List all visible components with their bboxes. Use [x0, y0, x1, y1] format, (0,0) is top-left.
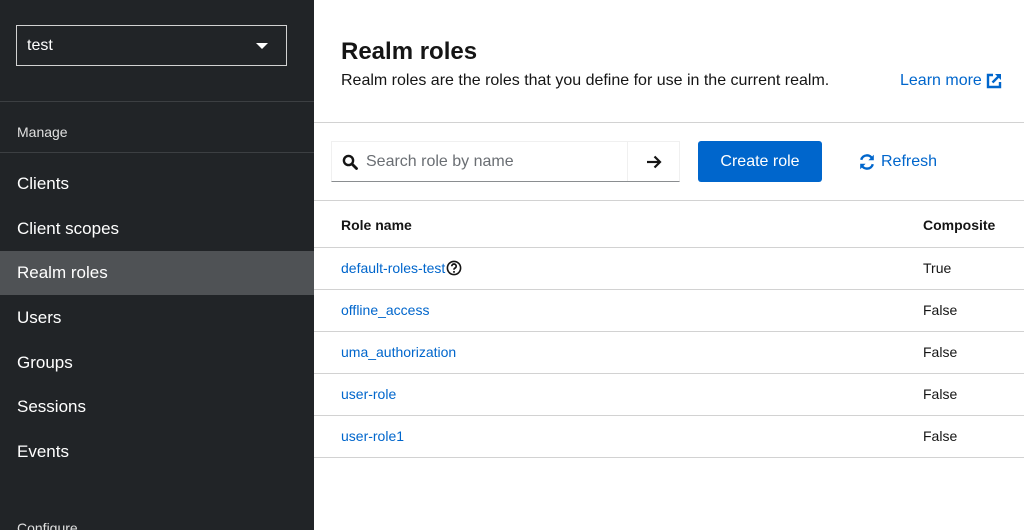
table-top-divider	[314, 200, 1024, 201]
table-row: user-role False	[314, 373, 1024, 415]
header-divider	[314, 122, 1024, 123]
refresh-button[interactable]: Refresh	[858, 141, 937, 182]
sidebar-divider	[0, 101, 314, 102]
sidebar-item-users[interactable]: Users	[0, 296, 314, 340]
sidebar-divider	[0, 152, 314, 153]
help-icon[interactable]	[446, 260, 462, 276]
caret-down-icon	[256, 42, 268, 49]
learn-more-label: Learn more	[900, 72, 982, 89]
sidebar-item-label: Users	[17, 308, 62, 327]
search-input[interactable]	[366, 152, 606, 171]
sidebar-item-label: Groups	[17, 353, 73, 372]
composite-value: False	[923, 344, 958, 360]
sidebar-item-events[interactable]: Events	[0, 430, 314, 474]
page-description: Realm roles are the roles that you defin…	[341, 72, 830, 89]
composite-value: False	[923, 386, 958, 402]
column-header-role-name[interactable]: Role name	[341, 217, 412, 233]
realm-selector-value: test	[27, 36, 53, 54]
role-name: user-role1	[341, 428, 405, 444]
composite-value: False	[923, 428, 958, 444]
sidebar-section-manage: Manage	[17, 124, 68, 140]
sidebar-item-label: Sessions	[17, 397, 86, 416]
role-link[interactable]: user-role1	[341, 428, 404, 444]
refresh-label: Refresh	[881, 152, 938, 170]
role-name: user-role	[341, 386, 397, 402]
role-link[interactable]: uma_authorization	[341, 344, 456, 360]
search-icon	[342, 154, 358, 170]
sidebar-item-clients[interactable]: Clients	[0, 162, 314, 206]
sidebar-item-realm-roles[interactable]: Realm roles	[0, 251, 314, 295]
page-title: Realm roles	[341, 38, 478, 65]
sidebar-item-label: Client scopes	[17, 219, 120, 238]
realm-selector[interactable]: test	[16, 25, 287, 66]
create-role-button[interactable]: Create role	[698, 141, 822, 182]
search-submit-button[interactable]	[627, 142, 679, 181]
role-link[interactable]: offline_access	[341, 302, 429, 318]
composite-value: False	[923, 302, 958, 318]
role-name: uma_authorization	[341, 344, 457, 360]
search-box	[332, 142, 627, 181]
role-link[interactable]: user-role	[341, 386, 396, 402]
sidebar-item-label: Clients	[17, 174, 69, 193]
refresh-icon	[860, 153, 874, 170]
sidebar-item-sessions[interactable]: Sessions	[0, 385, 314, 429]
sidebar-item-label: Realm roles	[17, 263, 108, 282]
table-row: default-roles-test True	[314, 247, 1024, 289]
sidebar-section-configure: Configure	[17, 520, 78, 530]
composite-value: True	[923, 260, 952, 276]
table-row: user-role1 False	[314, 415, 1024, 458]
role-link[interactable]: default-roles-test	[341, 260, 462, 276]
sidebar-item-label: Events	[17, 442, 69, 461]
sidebar-item-groups[interactable]: Groups	[0, 341, 314, 385]
table-row: offline_access False	[314, 289, 1024, 331]
arrow-right-icon	[646, 155, 662, 168]
sidebar-item-client-scopes[interactable]: Client scopes	[0, 207, 314, 251]
external-link-icon	[986, 73, 1002, 89]
sidebar: test Manage Clients Client scopes Realm …	[0, 0, 314, 530]
table-row: uma_authorization False	[314, 331, 1024, 373]
column-header-composite: Composite	[923, 217, 996, 233]
learn-more-link[interactable]: Learn more	[900, 72, 1003, 90]
search-group	[331, 141, 680, 182]
role-name: default-roles-test	[341, 260, 446, 276]
main-content: Realm roles Realm roles are the roles th…	[314, 0, 1024, 530]
role-name: offline_access	[341, 302, 430, 318]
